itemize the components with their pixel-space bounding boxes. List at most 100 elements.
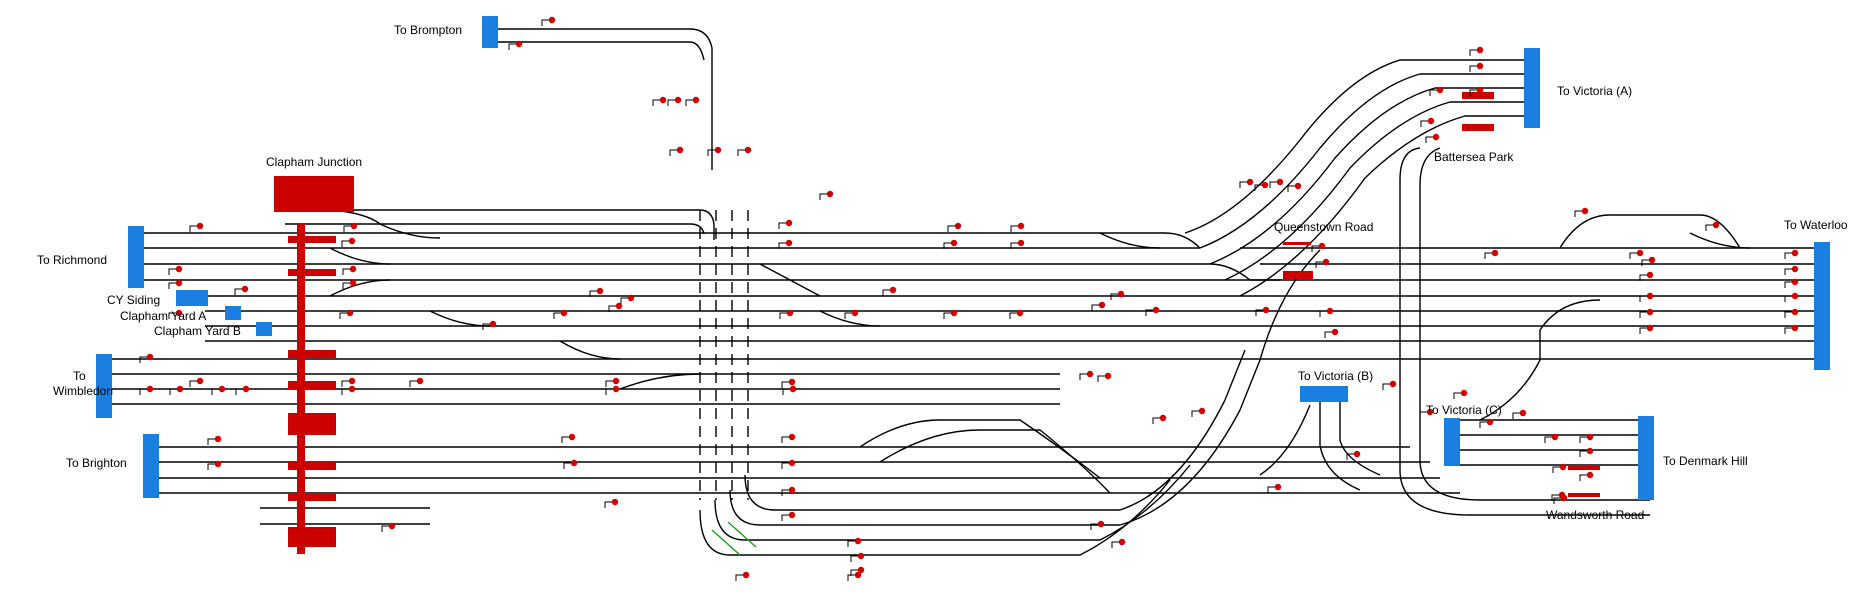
track-line-54 — [559, 340, 621, 360]
signal-89 — [1791, 308, 1799, 316]
track-line-27 — [1199, 73, 1530, 249]
signal-49 — [568, 433, 576, 441]
signal-post-31 — [779, 312, 787, 319]
signal-81 — [1648, 256, 1656, 264]
signal-60 — [857, 566, 865, 574]
siding-label-yard-a: Clapham Yard A — [120, 309, 206, 323]
signal-post-57 — [781, 514, 789, 521]
signal-28 — [889, 286, 897, 294]
signal-layer — [139, 16, 1799, 581]
through-dashed-tracks — [699, 210, 757, 556]
signal-112 — [1098, 301, 1106, 309]
signal-5 — [676, 146, 684, 154]
signal-101 — [1586, 471, 1594, 479]
signal-38 — [348, 377, 356, 385]
signal-post-42 — [139, 388, 147, 395]
signal-48 — [214, 435, 222, 443]
signal-32 — [851, 309, 859, 317]
platform-5 — [288, 381, 336, 389]
signal-post-13 — [947, 225, 955, 232]
track-line-2 — [285, 209, 715, 240]
platform-12 — [1283, 271, 1313, 279]
signal-post-29 — [168, 312, 176, 319]
signal-post-26 — [553, 312, 561, 319]
platform-10 — [1462, 92, 1494, 99]
signal-2 — [659, 96, 667, 104]
track-line-4 — [140, 232, 1201, 249]
signal-post-11 — [341, 240, 349, 247]
signal-post-88 — [1639, 311, 1647, 318]
signal-59 — [857, 552, 865, 560]
signal-post-17 — [778, 242, 786, 249]
signal-post-101 — [1579, 474, 1587, 481]
signal-post-98 — [1579, 436, 1587, 443]
signal-post-111 — [1110, 293, 1118, 300]
signal-post-7 — [737, 149, 745, 156]
signal-post-68 — [1254, 184, 1262, 191]
platform-4 — [288, 350, 336, 358]
signal-106 — [1326, 307, 1334, 315]
track-line-42 — [879, 429, 1111, 494]
signal-post-56 — [781, 489, 789, 496]
track-line-29 — [1224, 101, 1530, 281]
fringe-box-denmark-hill — [1638, 416, 1654, 500]
signal-1 — [515, 40, 523, 48]
signal-post-27 — [482, 323, 490, 330]
signal-post-76 — [1469, 89, 1477, 96]
signal-post-4 — [685, 99, 693, 106]
signal-15 — [175, 265, 183, 273]
signal-103 — [1560, 494, 1568, 502]
station-label-wandsworth-road: Wandsworth Road — [1546, 508, 1644, 522]
fringe-label-brighton: To Brighton — [66, 456, 127, 470]
signal-post-1 — [508, 43, 516, 50]
siding-label-cy: CY Siding — [107, 293, 160, 307]
signal-72 — [1322, 258, 1330, 266]
signal-post-48 — [207, 438, 215, 445]
signal-94 — [1389, 380, 1397, 388]
signal-31 — [786, 309, 794, 317]
signal-54 — [388, 522, 396, 530]
signal-post-86 — [1639, 295, 1647, 302]
signal-68 — [1261, 181, 1269, 189]
signal-post-87 — [1784, 295, 1792, 302]
signal-post-25 — [608, 305, 616, 312]
signal-post-60 — [850, 569, 858, 576]
signal-45 — [348, 385, 356, 393]
signal-post-75 — [1429, 89, 1437, 96]
track-line-56 — [759, 263, 821, 297]
signal-post-100 — [1552, 466, 1560, 473]
signal-70 — [1294, 182, 1302, 190]
signal-post-93 — [1705, 224, 1713, 231]
signal-92 — [1581, 207, 1589, 215]
signal-post-78 — [1425, 136, 1433, 143]
signal-post-112 — [1091, 304, 1099, 311]
signal-58 — [854, 537, 862, 545]
signal-111 — [1117, 290, 1125, 298]
track-line-57 — [819, 310, 881, 327]
fringe-box-victoria-c — [1444, 418, 1460, 466]
platform-6 — [288, 413, 336, 435]
signal-post-66 — [1346, 453, 1354, 460]
signal-44 — [242, 385, 250, 393]
signal-post-6 — [707, 149, 715, 156]
signal-51 — [214, 460, 222, 468]
signal-21 — [349, 279, 357, 287]
signal-115 — [1198, 407, 1206, 415]
signal-67 — [1246, 178, 1254, 186]
signal-post-3 — [667, 99, 675, 106]
fringe-box-victoria-b — [1300, 386, 1348, 402]
signal-post-113 — [1145, 309, 1153, 316]
signal-110 — [1104, 372, 1112, 380]
signal-0 — [548, 16, 556, 24]
signal-post-80 — [1629, 252, 1637, 259]
signal-post-79 — [1484, 252, 1492, 259]
fringe-box-cy-siding — [176, 290, 208, 306]
signal-post-64 — [1111, 541, 1119, 548]
signal-post-73 — [1469, 49, 1477, 56]
track-line-45 — [729, 489, 1120, 526]
signal-post-97 — [1544, 436, 1552, 443]
signal-63 — [1097, 520, 1105, 528]
signal-post-15 — [168, 268, 176, 275]
track-line-0 — [492, 28, 713, 170]
